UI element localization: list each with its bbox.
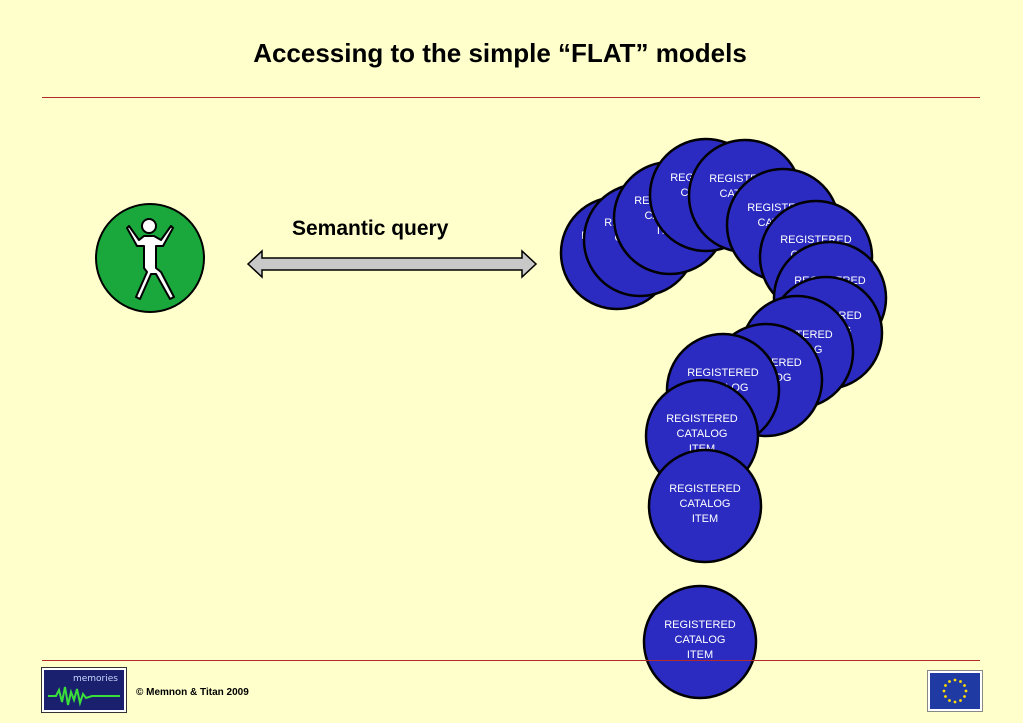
memories-logo-text: memories <box>72 674 118 684</box>
double-arrow-icon <box>246 249 538 279</box>
catalog-item: REGISTERED CATALOG ITEM <box>647 448 763 564</box>
user-icon <box>95 203 205 313</box>
catalog-item-label: REGISTERED <box>664 619 736 631</box>
catalog-item-label: CATALOG <box>675 634 726 646</box>
waveform-icon <box>48 686 120 707</box>
catalog-item-label: CATALOG <box>680 498 731 510</box>
memories-logo: memories <box>41 667 127 713</box>
catalog-item-label: REGISTERED <box>669 483 741 495</box>
copyright-text: © Memnon & Titan 2009 <box>136 687 249 698</box>
title-divider <box>42 97 980 98</box>
catalog-item-label: ITEM <box>687 649 713 661</box>
catalog-item-label: CATALOG <box>677 428 728 440</box>
footer-divider <box>42 660 980 661</box>
catalog-item-label: REGISTERED <box>687 367 759 379</box>
page-title: Accessing to the simple “FLAT” models <box>253 38 747 68</box>
eu-flag-icon <box>927 670 983 712</box>
catalog-item-label: REGISTERED <box>666 413 738 425</box>
catalog-item: REGISTERED CATALOG ITEM <box>642 584 758 700</box>
catalog-item-label: ITEM <box>692 513 718 525</box>
semantic-query-label: Semantic query <box>292 217 449 240</box>
